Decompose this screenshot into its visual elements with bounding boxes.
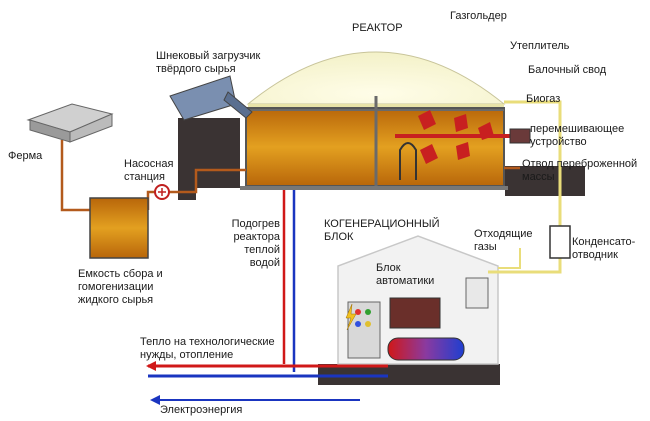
farm-to-tank-pipe <box>60 140 92 212</box>
mixer-support <box>399 142 417 180</box>
gas-holder-dome <box>246 51 506 105</box>
ground-right <box>505 166 585 196</box>
cogeneration-block <box>337 235 499 365</box>
label-insulation: Утеплитель <box>510 40 570 52</box>
ground-left <box>178 118 240 200</box>
label-reactor: РЕАКТОР <box>352 22 403 34</box>
exhaust-unit <box>465 277 489 309</box>
bolt-icon <box>345 303 357 331</box>
screw-loader <box>169 75 253 121</box>
exhaust-gas-line <box>498 248 521 269</box>
panel-light-2 <box>365 309 371 315</box>
mixer-blade-5 <box>478 122 494 140</box>
storage-tank <box>89 197 149 259</box>
heat-out-arrow <box>146 361 156 371</box>
reactor-floor <box>240 186 508 190</box>
gas-to-cogen-line <box>488 258 562 274</box>
panel-light-1 <box>355 309 361 315</box>
label-beam-vault: Балочный свод <box>528 64 607 76</box>
farm-building <box>26 103 114 143</box>
pump-to-reactor-pipe <box>168 168 246 194</box>
reactor <box>240 51 508 190</box>
generator <box>389 297 441 329</box>
heat-exchanger <box>387 337 465 361</box>
condensate-trap <box>549 225 571 259</box>
label-biogas: Биогаз <box>526 93 561 105</box>
label-condensate: Конденсато-отводник <box>572 236 636 261</box>
label-gas-holder: Газгольдер <box>450 10 507 22</box>
mixer-device <box>395 110 531 180</box>
panel-light-4 <box>365 321 371 327</box>
farm-side <box>69 113 113 143</box>
panel-light-3 <box>355 321 361 327</box>
mixer-blade-4 <box>456 142 470 160</box>
mixer-blade-1 <box>418 110 436 130</box>
mixer-motor <box>509 128 531 144</box>
mixer-blade-3 <box>454 114 468 132</box>
biogas-line <box>504 100 562 228</box>
ground-bottom <box>318 364 500 385</box>
loader-chute <box>223 91 253 119</box>
automation-panel <box>347 301 381 359</box>
pump-station <box>154 184 170 200</box>
label-electricity: Электроэнергия <box>160 404 243 416</box>
mixer-blade-2 <box>420 144 438 164</box>
label-farm: Ферма <box>8 150 43 162</box>
electricity-arrow <box>150 395 160 405</box>
